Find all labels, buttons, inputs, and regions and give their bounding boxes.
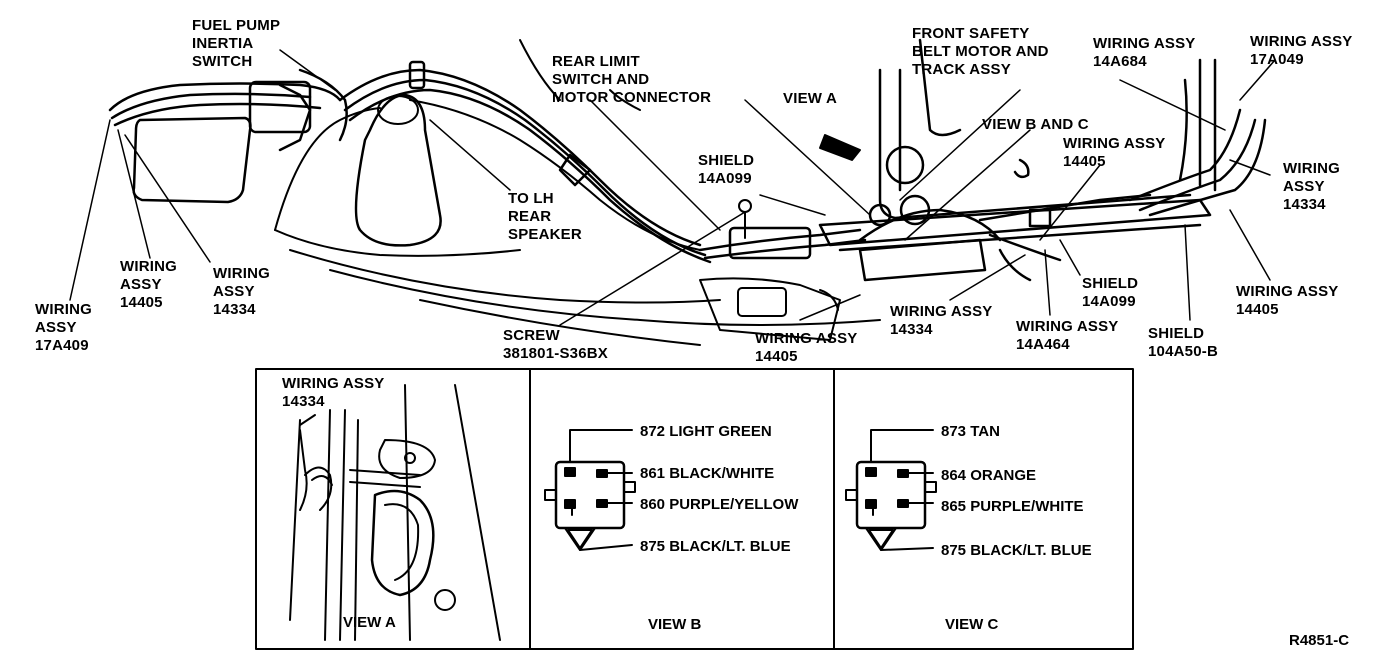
view-a-title: VIEW A xyxy=(343,614,396,631)
label-view-a: VIEW A xyxy=(783,90,837,107)
view-c-wire-1: 873 TAN xyxy=(941,423,1000,440)
label-wiring-assy-14a464: WIRING ASSY 14A464 xyxy=(1016,318,1119,353)
seat-cushion xyxy=(132,116,252,204)
label-wiring-assy-14334-right: WIRING ASSY 14334 xyxy=(1283,160,1341,213)
screw-icon xyxy=(738,199,752,239)
figure-id: R4851-C xyxy=(1289,632,1350,649)
view-c-wire-3: 865 PURPLE/WHITE xyxy=(941,498,1084,515)
label-wiring-assy-14334-mid: WIRING ASSY 14334 xyxy=(890,303,993,338)
label-shield-14a099-top: SHIELD 14A099 xyxy=(698,152,755,187)
shift-boot xyxy=(354,93,442,247)
console-body xyxy=(274,99,701,251)
view-b-title: VIEW B xyxy=(648,616,702,633)
view-b-wire-4: 875 BLACK/LT. BLUE xyxy=(640,538,791,555)
label-wiring-assy-17a049: WIRING ASSY 17A049 xyxy=(1250,33,1353,68)
view-a-wiring-label: WIRING ASSY 14334 xyxy=(282,375,385,410)
label-wiring-assy-14405-right: WIRING ASSY 14405 xyxy=(1236,283,1339,318)
inset-panels xyxy=(255,368,1134,650)
view-a-detail xyxy=(289,384,501,641)
view-a-arrow xyxy=(819,134,861,161)
view-b-wire-2: 861 BLACK/WHITE xyxy=(640,465,775,482)
view-b-connector xyxy=(544,429,636,551)
view-c-title: VIEW C xyxy=(945,616,999,633)
leader-lines xyxy=(69,49,1276,326)
label-wiring-assy-14405-left: WIRING ASSY 14405 xyxy=(120,258,178,311)
label-rear-limit-switch: REAR LIMIT SWITCH AND MOTOR CONNECTOR xyxy=(552,53,712,106)
label-wiring-assy-14a684: WIRING ASSY 14A684 xyxy=(1093,35,1196,70)
label-shield-104a50-b: SHIELD 104A50-B xyxy=(1148,325,1218,360)
view-b-wire-3: 860 PURPLE/YELLOW xyxy=(640,496,799,513)
view-c-connector xyxy=(845,429,937,551)
view-b-wire-1: 872 LIGHT GREEN xyxy=(640,423,772,440)
label-shield-14a099-mid: SHIELD 14A099 xyxy=(1082,275,1139,310)
label-wiring-assy-17a409: WIRING ASSY 17A409 xyxy=(35,301,93,354)
label-front-safety-belt: FRONT SAFETY BELT MOTOR AND TRACK ASSY xyxy=(912,25,1049,78)
harness-left xyxy=(108,60,712,264)
label-view-b-and-c: VIEW B AND C xyxy=(982,116,1089,133)
label-wiring-assy-14405-bottom: WIRING ASSY 14405 xyxy=(755,330,858,365)
label-wiring-assy-14334-left: WIRING ASSY 14334 xyxy=(213,265,271,318)
label-wiring-assy-14405-top: WIRING ASSY 14405 xyxy=(1063,135,1166,170)
view-c-wire-2: 864 ORANGE xyxy=(941,467,1037,484)
label-screw: SCREW 381801-S36BX xyxy=(503,327,608,362)
label-to-lh-rear-speaker: TO LH REAR SPEAKER xyxy=(508,190,582,243)
label-fuel-pump-inertia-switch: FUEL PUMP INERTIA SWITCH xyxy=(192,17,281,70)
view-c-wire-4: 875 BLACK/LT. BLUE xyxy=(941,542,1092,559)
